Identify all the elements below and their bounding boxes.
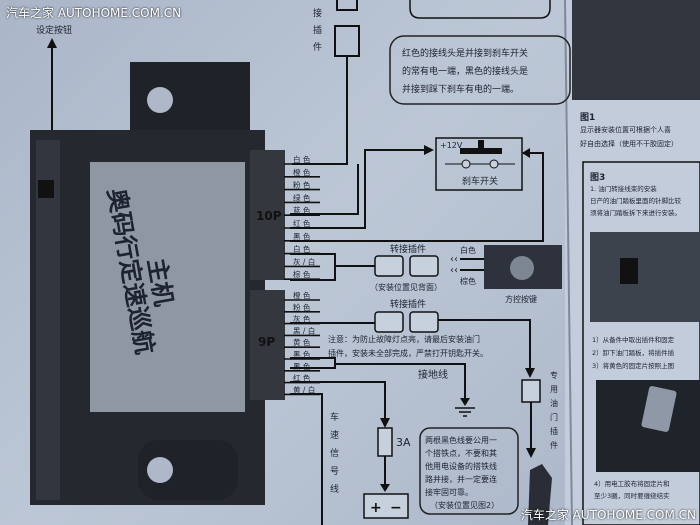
- svg-text:红色的接线头是并接到刹车开关: 红色的接线头是并接到刹车开关: [402, 47, 528, 59]
- adapter-2: 转接插件 注意：为防止故障灯点亮，请最后安装油门 插件，安装未全部完成，严禁打开…: [290, 298, 535, 378]
- svg-text:接牢固可靠。: 接牢固可靠。: [425, 487, 473, 497]
- svg-text:他用电设备的搭铁线: 他用电设备的搭铁线: [425, 461, 497, 471]
- watermark-top: 汽车之家 AUTOHOME.COM.CN: [6, 6, 182, 20]
- connector-9p-label: 9P: [258, 335, 275, 349]
- svg-text:4）用电工胶布将固定片和: 4）用电工胶布将固定片和: [594, 479, 670, 488]
- ground-label: 接地线: [418, 368, 448, 381]
- watermark-bottom: 汽车之家 AUTOHOME.COM.CN: [520, 508, 696, 522]
- set-button-label: 设定按钮: [36, 24, 72, 36]
- svg-text:插: 插: [313, 24, 322, 36]
- wire-color-label: 黄 色: [293, 337, 311, 347]
- svg-text:方控按键: 方控按键: [505, 294, 537, 304]
- svg-text:（安装位置见背面）: （安装位置见背面）: [370, 282, 442, 292]
- svg-text:接: 接: [313, 7, 322, 19]
- wire-color-label: 灰 色: [293, 314, 311, 324]
- wire-color-label: 黑 色: [293, 231, 311, 241]
- wire-color-label: 蓝 色: [293, 205, 311, 215]
- wire-color-label: 黑 色: [293, 349, 311, 359]
- svg-text:插: 插: [550, 426, 558, 436]
- wire-color-label: 橙 色: [293, 167, 311, 177]
- svg-text:门: 门: [550, 412, 558, 422]
- svg-text:用: 用: [550, 385, 558, 394]
- svg-text:至少3圈，同时要缠绕结实: 至少3圈，同时要缠绕结实: [594, 491, 670, 500]
- svg-text:个搭铁点，不要和其: 个搭铁点，不要和其: [425, 448, 497, 458]
- svg-text:转接插件: 转接插件: [390, 298, 426, 310]
- svg-text:路并接，并一定要连: 路并接，并一定要连: [425, 474, 497, 484]
- wire-color-label: 黑 色: [293, 361, 311, 371]
- battery: [363, 493, 409, 519]
- svg-text:显示器安装位置可根据个人喜: 显示器安装位置可根据个人喜: [580, 125, 671, 134]
- svg-text:‹‹: ‹‹: [450, 265, 458, 276]
- svg-text:图1: 图1: [580, 112, 595, 123]
- svg-text:线: 线: [330, 483, 339, 495]
- svg-text:好自由选择（使用不干胶固定）: 好自由选择（使用不干胶固定）: [580, 139, 678, 148]
- fuse: [377, 427, 393, 457]
- note-top: 红色的接线头是并接到刹车开关 的常有电一端，黑色的接线头是 并接到踩下刹车有电的…: [389, 35, 571, 105]
- wire-color-label: 黑 / 白: [293, 325, 315, 335]
- wire-color-label: 粉 色: [293, 302, 311, 312]
- connector-10p-body: [250, 150, 285, 280]
- svg-text:两根黑色线要公用一: 两根黑色线要公用一: [425, 435, 497, 445]
- ground: 接地线: [290, 357, 475, 417]
- wire-color-label: 红 色: [293, 373, 311, 383]
- wire-color-label: 粉 色: [293, 180, 311, 190]
- svg-text:注意：为防止故障灯点亮，请最后安装油门: 注意：为防止故障灯点亮，请最后安装油门: [328, 334, 480, 344]
- brake-switch: +12V 刹车开关: [435, 137, 523, 191]
- svg-text:件: 件: [550, 440, 558, 450]
- wire-color-label: 红 色: [293, 218, 311, 228]
- svg-text:1）从备件中取出插件和固定: 1）从备件中取出插件和固定: [592, 335, 675, 344]
- svg-text:件: 件: [313, 41, 322, 53]
- svg-text:2）卸下油门踏板，将插件插: 2）卸下油门踏板，将插件插: [592, 348, 675, 357]
- wire-color-label: 灰 / 白: [293, 256, 315, 266]
- svg-text:+12V: +12V: [440, 141, 463, 150]
- connector-9p-body: [250, 290, 285, 400]
- svg-text:油: 油: [550, 398, 558, 408]
- connector-10p-wires: 白 色橙 色粉 色绿 色蓝 色红 色黑 色白 色灰 / 白棕 色: [284, 154, 320, 281]
- wire-color-label: 黄 / 白: [293, 384, 315, 394]
- top-connector: 接 插 件: [292, 0, 360, 165]
- dashboard-photo: [572, 0, 700, 100]
- svg-text:须将油门踏板拆下来进行安装。: 须将油门踏板拆下来进行安装。: [590, 208, 681, 217]
- svg-text:棕色: 棕色: [460, 276, 476, 286]
- svg-text:的常有电一端，黑色的接线头是: 的常有电一端，黑色的接线头是: [402, 65, 528, 77]
- wire-color-label: 橙 色: [293, 290, 311, 300]
- speed-signal-wire: 车 速 信 号 线: [290, 393, 339, 525]
- svg-text:转接插件: 转接插件: [390, 243, 426, 255]
- svg-text:专: 专: [550, 370, 558, 380]
- svg-text:车: 车: [330, 411, 339, 423]
- svg-text:（安装位置见图2）: （安装位置见图2）: [430, 500, 499, 510]
- wire-color-label: 白 色: [293, 154, 311, 164]
- throttle-plug: 专 用 油 门 插 件: [521, 370, 558, 525]
- svg-text:并接到踩下刹车有电的一端。: 并接到踩下刹车有电的一端。: [402, 83, 519, 95]
- svg-text:1. 油门转接线束的安装: 1. 油门转接线束的安装: [590, 184, 657, 193]
- svg-text:刹车开关: 刹车开关: [462, 175, 498, 187]
- svg-text:3）将黄色的固定片按照上图: 3）将黄色的固定片按照上图: [592, 361, 674, 370]
- svg-text:‹‹: ‹‹: [450, 254, 458, 265]
- svg-text:白色: 白色: [460, 245, 476, 255]
- host-label-plate: [90, 162, 245, 412]
- svg-text:插件，安装未全部完成，严禁打开钥匙开关。: 插件，安装未全部完成，严禁打开钥匙开关。: [328, 348, 488, 358]
- svg-text:日产的油门踏板里面的针脚比较: 日产的油门踏板里面的针脚比较: [590, 196, 682, 205]
- svg-text:+: +: [370, 500, 382, 516]
- connector-9p-wires: 橙 色粉 色灰 色黑 / 白黄 色黑 色黑 色红 色黄 / 白: [284, 290, 320, 396]
- host-unit: 奥码行定速巡航 主机 10P 9P: [30, 62, 285, 505]
- right-panel: 图1 显示器安装位置可根据个人喜 好自由选择（使用不干胶固定） 图3 1. 油门…: [572, 0, 700, 525]
- svg-text:图3: 图3: [590, 172, 605, 183]
- svg-text:3A: 3A: [396, 436, 411, 449]
- fuse-battery: 3A + −: [290, 381, 411, 519]
- connector-10p-label: 10P: [256, 209, 282, 223]
- wire-color-label: 绿 色: [293, 192, 311, 202]
- svg-text:−: −: [390, 500, 402, 516]
- svg-text:速: 速: [330, 430, 339, 441]
- wire-color-label: 棕 色: [293, 269, 311, 279]
- wire-color-label: 白 色: [293, 244, 311, 254]
- svg-text:信: 信: [330, 447, 339, 459]
- svg-text:号: 号: [330, 466, 339, 477]
- note-bottom: 两根黑色线要公用一 个搭铁点，不要和其 他用电设备的搭铁线 路并接，并一定要连 …: [419, 427, 519, 515]
- throttle-photo-1: [590, 232, 700, 322]
- adapter-1: 转接插件 （安装位置见背面） 白色 棕色 ‹‹ ‹‹ 方控按键: [290, 243, 562, 304]
